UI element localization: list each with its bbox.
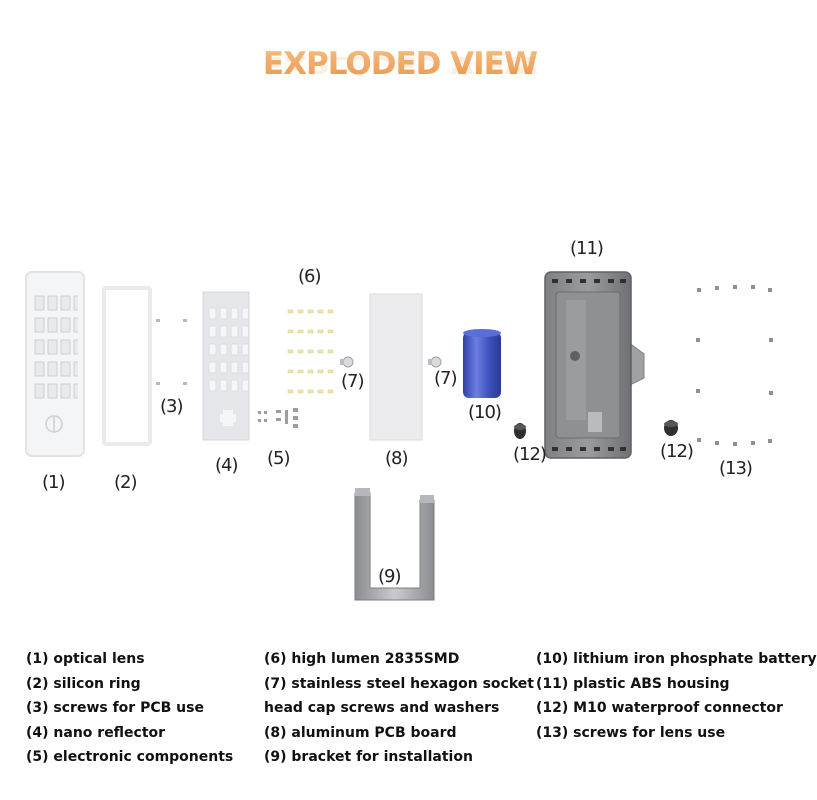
label-2: (2): [114, 472, 137, 493]
electronic-components: [258, 408, 298, 428]
label-9: (9): [378, 566, 401, 587]
legend-item: (8) aluminum PCB board: [264, 724, 457, 741]
nano-reflector: [202, 291, 250, 441]
connector-left: [514, 423, 526, 439]
legend-item: (13) screws for lens use: [536, 724, 726, 741]
legend-item: (3) screws for PCB use: [26, 700, 204, 716]
pcb-screws: [156, 319, 187, 385]
legend-item: (9) bracket for installation: [264, 749, 473, 765]
label-5: (5): [267, 448, 290, 469]
label-3: (3): [160, 396, 183, 417]
legend-item: (7) stainless steel hexagon socket: [264, 675, 534, 692]
silicon-ring: [102, 286, 152, 446]
mounting-bracket: [354, 488, 435, 601]
label-13: (13): [719, 458, 753, 479]
legend-item: (2) silicon ring: [26, 675, 141, 692]
label-1: (1): [42, 472, 65, 493]
label-4: (4): [215, 455, 238, 476]
abs-housing: [544, 271, 645, 459]
connector-right: [664, 420, 678, 436]
label-7-right: (7): [434, 368, 457, 389]
battery: [463, 329, 501, 398]
label-12-right: (12): [660, 441, 694, 462]
legend-column-2: (6) high lumen 2835SMD (7) stainless ste…: [264, 647, 534, 770]
legend-column-1: (1) optical lens (2) silicon ring (3) sc…: [26, 647, 233, 770]
legend-item: (10) lithium iron phosphate battery: [536, 651, 817, 667]
hex-screw-left: [340, 356, 354, 368]
page-title: EXPLODED VIEW: [0, 46, 800, 82]
label-8: (8): [385, 448, 408, 469]
hex-screw-right: [428, 356, 442, 368]
label-11: (11): [570, 238, 604, 259]
legend-item: (1) optical lens: [26, 651, 145, 667]
legend-item: (6) high lumen 2835SMD: [264, 651, 460, 667]
lens-screws: [696, 285, 773, 446]
label-7-left: (7): [341, 371, 364, 392]
aluminum-pcb-board: [369, 293, 423, 441]
legend-item: (11) plastic ABS housing: [536, 675, 730, 692]
label-10: (10): [468, 402, 502, 423]
legend-column-3: (10) lithium iron phosphate battery (11)…: [536, 647, 817, 745]
label-12-left: (12): [513, 444, 547, 465]
legend-item: (12) M10 waterproof connector: [536, 700, 783, 716]
legend-item: (5) electronic components: [26, 749, 234, 765]
legend-item: head cap screws and washers: [264, 700, 500, 716]
led-array: [287, 309, 334, 394]
optical-lens: [25, 271, 85, 457]
label-6: (6): [298, 266, 321, 287]
legend-item: (4) nano reflector: [26, 724, 166, 741]
exploded-diagram: [25, 271, 773, 601]
